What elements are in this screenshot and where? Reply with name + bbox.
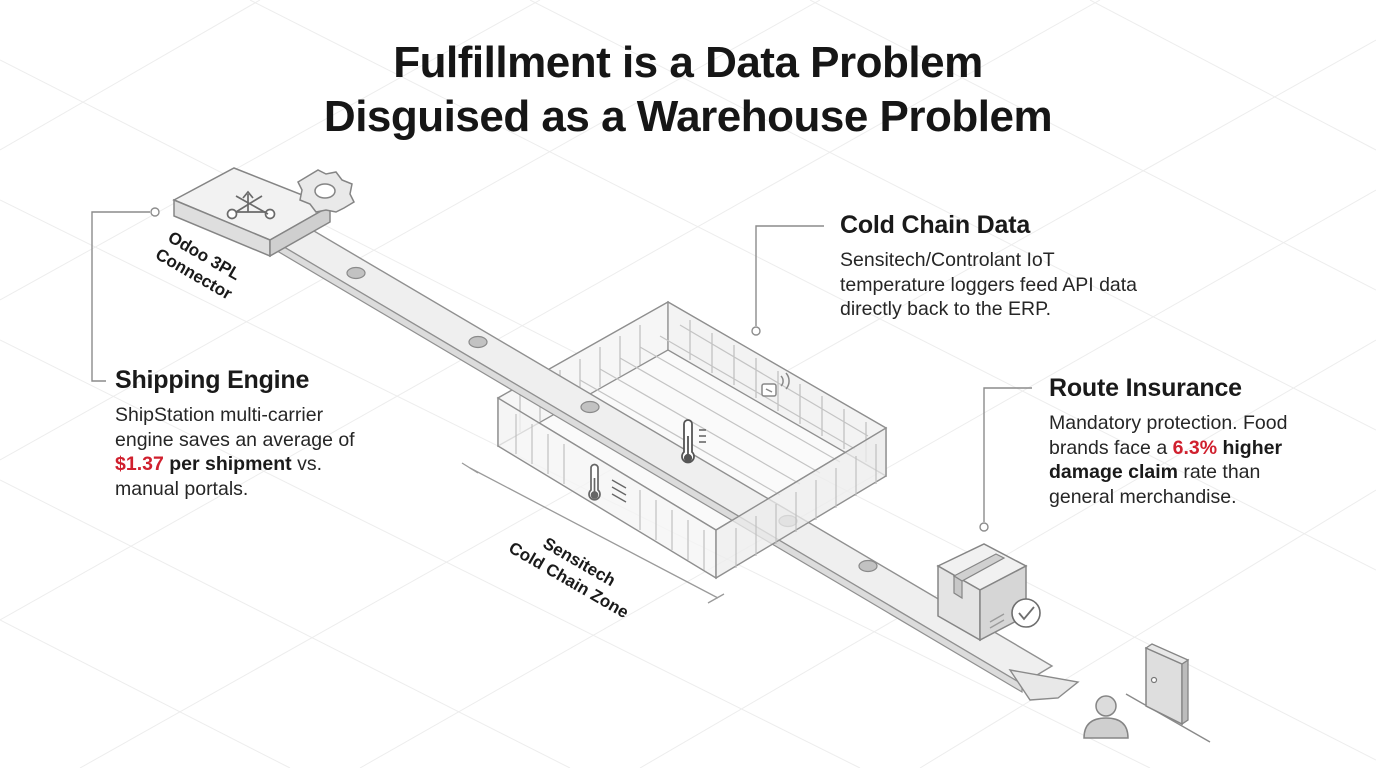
shipping-engine-heading: Shipping Engine: [115, 366, 310, 394]
callout-leader-lines: [91, 211, 1032, 522]
cold-chain-box-front: [497, 396, 887, 580]
cold-chain-callout: Cold Chain Data Sensitech/Controlant IoT…: [840, 211, 1160, 322]
route-insurance-callout: Route Insurance Mandatory protection. Fo…: [1049, 374, 1311, 509]
shipping-highlight-value: $1.37: [115, 453, 164, 475]
box-front-wall-right: [715, 426, 887, 580]
door-icon: [1125, 643, 1211, 743]
wireless-sensor-icon: [761, 372, 790, 397]
insurance-highlight-value: 6.3%: [1172, 436, 1218, 459]
person-icon: [1083, 695, 1129, 739]
connector-dot: [751, 326, 761, 336]
conveyor-arrowhead: [1008, 669, 1080, 701]
route-insurance-heading: Route Insurance: [1049, 374, 1242, 402]
insurance-text-after: rate than general merchandise.: [1049, 461, 1261, 508]
gear-icon: [297, 169, 355, 213]
thermometer-icon: [588, 463, 627, 503]
insurance-text-before: Mandatory protection. Food brands face a: [1049, 412, 1288, 459]
routing-arrows-icon: [226, 190, 276, 220]
shipping-text-after: vs. manual portals.: [115, 453, 323, 500]
connector-block: [172, 167, 332, 258]
insurance-bold-text: higher damage claim: [1049, 436, 1283, 484]
connector-dot: [150, 207, 160, 217]
shipping-text-before: ShipStation multi-carrier engine saves a…: [115, 404, 355, 451]
shipping-bold-text: per shipment: [163, 453, 292, 475]
zone-dimension-tick: [461, 462, 479, 474]
title-line-1: Fulfillment is a Data Problem: [393, 38, 983, 87]
package-check-icon: [936, 543, 1041, 642]
thermometer-icon: [681, 419, 706, 464]
zone-floor-outline: [469, 467, 719, 599]
cold-chain-heading: Cold Chain Data: [840, 211, 1031, 239]
cold-chain-text: Sensitech/Controlant IoT temperature log…: [840, 249, 1138, 320]
connector-dot: [979, 522, 989, 532]
route-insurance-text: Mandatory protection. Food brands face a…: [1049, 411, 1311, 509]
title-line-2: Disguised as a Warehouse Problem: [323, 92, 1053, 141]
shipping-engine-callout: Shipping Engine ShipStation multi-carrie…: [115, 366, 385, 501]
page-title: Fulfillment is a Data Problem Disguised …: [0, 36, 1376, 144]
shipping-engine-text: ShipStation multi-carrier engine saves a…: [115, 403, 385, 501]
zone-dimension-tick: [707, 593, 725, 604]
